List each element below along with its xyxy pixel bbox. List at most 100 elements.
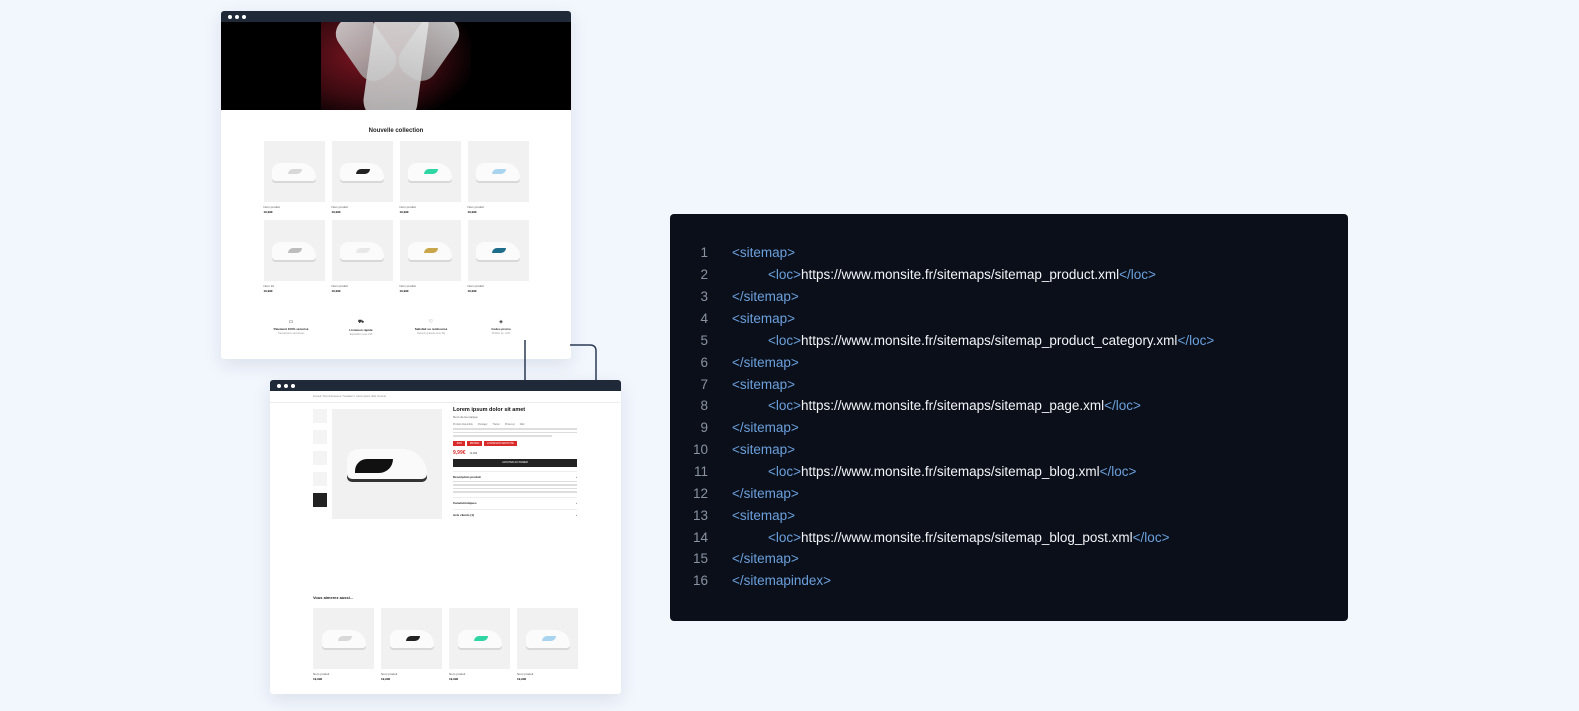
product-price: 19,99€	[467, 210, 477, 214]
accordion[interactable]: Description produit›	[453, 470, 577, 493]
line-number: 10	[692, 442, 708, 458]
thumbnail[interactable]	[313, 472, 327, 486]
accordion[interactable]: Caractéristiques›	[453, 496, 577, 505]
accordion-header[interactable]: Description produit›	[453, 475, 577, 479]
code-line: 13<sitemap>	[670, 504, 1330, 526]
product-page-window: Accueil / Nos chaussures / Sneakers / Lo…	[270, 380, 621, 694]
meta-item[interactable]: Mail	[519, 423, 525, 426]
xml-tag: <loc>	[768, 398, 802, 414]
accordion-title: Description produit	[453, 474, 481, 479]
card-icon: ▭	[288, 319, 294, 325]
line-number: 12	[692, 485, 708, 501]
xml-tag: </loc>	[1119, 267, 1156, 283]
accordion-header[interactable]: Caractéristiques›	[453, 501, 577, 505]
accordion-header[interactable]: Avis clients (1)›	[453, 513, 577, 517]
window-dot-icon	[242, 14, 246, 19]
price-row: 9,99€ 19,99€	[453, 450, 577, 456]
code-line: 4 <sitemap>	[670, 308, 1330, 330]
code-panel: 1<sitemap>2<loc>https://www.monsite.fr/s…	[670, 214, 1348, 621]
promo-badge: LIVRAISON GRATUITE	[484, 440, 517, 446]
xml-tag: <loc>	[768, 267, 802, 283]
code-line: 12</sitemap>	[670, 482, 1330, 504]
code-line: 5<loc>https://www.monsite.fr/sitemaps/si…	[670, 329, 1330, 351]
code-line: 2<loc>https://www.monsite.fr/sitemaps/si…	[670, 264, 1330, 286]
meta-item[interactable]: Produit disponible	[453, 423, 473, 426]
thumbnail[interactable]	[313, 430, 327, 444]
thumbnail[interactable]	[313, 493, 327, 507]
swoosh-mark	[356, 247, 370, 253]
meta-item[interactable]: Partager	[477, 423, 488, 426]
add-to-cart-button[interactable]: AJOUTER AU PANIER	[453, 458, 577, 467]
description-line	[453, 484, 577, 486]
code-line: 15</sitemap>	[670, 548, 1330, 570]
feature-title: Codes promo	[491, 327, 511, 331]
code-text: <loc>https://www.monsite.fr/sitemaps/sit…	[768, 398, 1141, 413]
line-number: 9	[700, 420, 708, 436]
code-line: 16</sitemapindex>	[670, 570, 1330, 592]
sneaker-image	[389, 629, 434, 648]
product-info: Lorem ipsum dolor sit amet Nom de la mar…	[453, 407, 577, 517]
code-line: 10<sitemap>	[670, 439, 1330, 461]
product-price: 19,99€	[331, 210, 341, 214]
feature-subtitle: Profitez de -10%	[491, 332, 511, 335]
feature-subtitle: Retours gratuits sous 30j	[417, 332, 445, 335]
product-name: Nom produit	[467, 284, 484, 288]
xml-tag: <sitemap>	[732, 245, 796, 261]
code-line: 8<loc>https://www.monsite.fr/sitemaps/si…	[670, 395, 1330, 417]
sneaker-image	[525, 629, 570, 648]
feature-subtitle: Transactions sécurisées	[277, 332, 305, 335]
product-name: Nom produit	[331, 205, 348, 209]
product-image	[331, 141, 393, 202]
product-image	[399, 220, 461, 281]
also-like-title: Vous aimerez aussi...	[313, 595, 354, 600]
code-line: 11<loc>https://www.monsite.fr/sitemaps/s…	[670, 461, 1330, 483]
sneaker-image	[408, 162, 452, 181]
xml-tag: <sitemap>	[732, 311, 796, 326]
xml-tag: </loc>	[1132, 529, 1170, 545]
line-number: 11	[693, 464, 708, 480]
code-text: <sitemap>	[732, 311, 795, 326]
xml-tag: </sitemap>	[732, 551, 799, 567]
window-dot-icon	[277, 383, 281, 388]
swoosh-mark	[337, 635, 352, 641]
breadcrumb[interactable]: Accueil / Nos chaussures / Sneakers / Lo…	[313, 395, 386, 398]
accordion-list: Description produit›Caractéristiques›Avi…	[453, 470, 577, 517]
description-line	[453, 435, 553, 437]
product-name: Nom produit	[331, 284, 348, 288]
xml-url: https://www.monsite.fr/sitemaps/sitemap_…	[801, 464, 1100, 480]
product-image	[331, 220, 393, 281]
heart-icon: ♡	[428, 319, 434, 325]
product-price: 19,99€	[331, 289, 341, 293]
line-number: 7	[700, 376, 708, 392]
xml-tag: </loc>	[1099, 464, 1137, 480]
meta-item[interactable]: Pinterest	[504, 423, 515, 426]
product-price: 19,99€	[467, 289, 477, 293]
sneaker-image	[347, 449, 427, 479]
line-number: 4	[700, 311, 708, 326]
code-text: </sitemap>	[732, 289, 799, 304]
section-title: Nouvelle collection	[368, 128, 424, 134]
meta-item[interactable]: Twitter	[492, 423, 500, 426]
xml-tag: <sitemap>	[732, 507, 796, 523]
thumbnail[interactable]	[313, 409, 327, 423]
thumbnail[interactable]	[313, 451, 327, 465]
product-image	[449, 608, 510, 669]
product-image	[263, 220, 325, 281]
accordion[interactable]: Avis clients (1)›	[453, 508, 577, 517]
chevron-down-icon: ›	[576, 500, 577, 505]
swoosh-mark	[356, 168, 370, 174]
